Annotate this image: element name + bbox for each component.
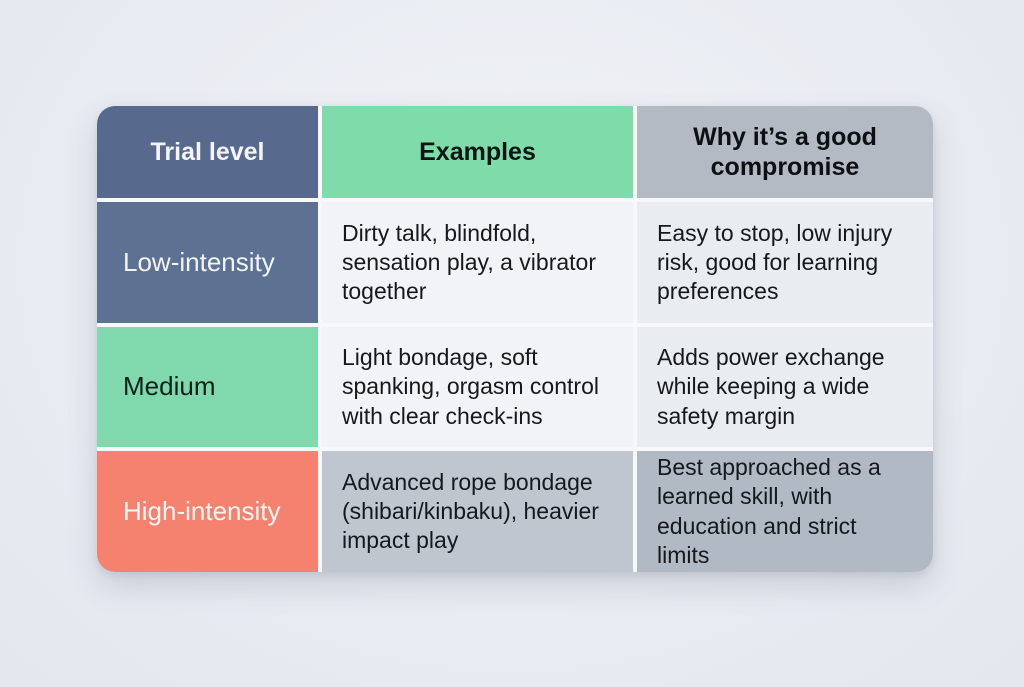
row-label-low-intensity: Low-intensity [97, 202, 318, 323]
row-label-medium: Medium [97, 326, 318, 448]
row-label-high-intensity: High-intensity [97, 451, 318, 572]
column-header-why-compromise: Why it’s a good compromise [637, 106, 933, 198]
cell-medium-examples: Light bondage, soft spanking, orgasm con… [322, 326, 633, 448]
comparison-table: Trial level Examples Why it’s a good com… [97, 106, 933, 572]
cell-low-intensity-why: Easy to stop, low injury risk, good for … [637, 202, 933, 323]
cell-low-intensity-examples: Dirty talk, blindfold, sensation play, a… [322, 202, 633, 323]
cell-high-intensity-why: Best approached as a learned skill, with… [637, 451, 933, 572]
column-header-examples: Examples [322, 106, 633, 198]
cell-medium-why: Adds power exchange while keeping a wide… [637, 326, 933, 448]
column-header-trial-level: Trial level [97, 106, 318, 198]
cell-high-intensity-examples: Advanced rope bondage (shibari/kinbaku),… [322, 451, 633, 572]
